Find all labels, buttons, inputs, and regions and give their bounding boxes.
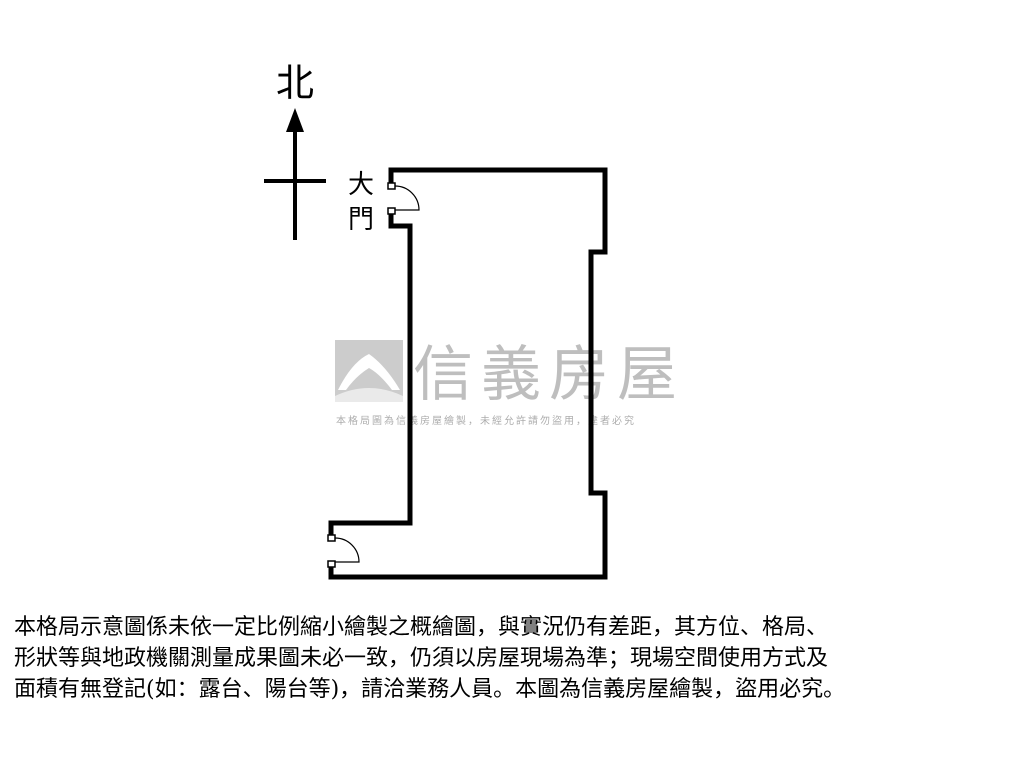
watermark-brand-name: 信義房屋: [413, 340, 685, 410]
main-door-label-top: 大: [348, 170, 374, 200]
room-outline: [328, 167, 608, 580]
north-label: 北: [276, 61, 314, 105]
floor-plan-disclaimer: 本格局示意圖係未依一定比例縮小繪製之概繪圖，與實況仍有差距，其方位、格局、 形狀…: [14, 612, 1014, 705]
disclaimer-line-1: 本格局示意圖係未依一定比例縮小繪製之概繪圖，與實況仍有差距，其方位、格局、: [14, 615, 829, 640]
lower-door-swing-icon: [327, 534, 360, 568]
north-arrow-icon: [264, 108, 326, 240]
watermark-logo-icon: [335, 340, 403, 402]
disclaimer-line-2: 形狀等與地政機關測量成果圖未必一致，仍須以房屋現場為準；現場空間使用方式及: [14, 646, 829, 671]
main-door-label-bottom: 門: [348, 205, 374, 235]
disclaimer-line-3: 面積有無登記(如：露台、陽台等)，請洽業務人員。本圖為信義房屋繪製，盜用必究。: [14, 677, 846, 702]
main-door-swing-icon: [387, 182, 420, 215]
